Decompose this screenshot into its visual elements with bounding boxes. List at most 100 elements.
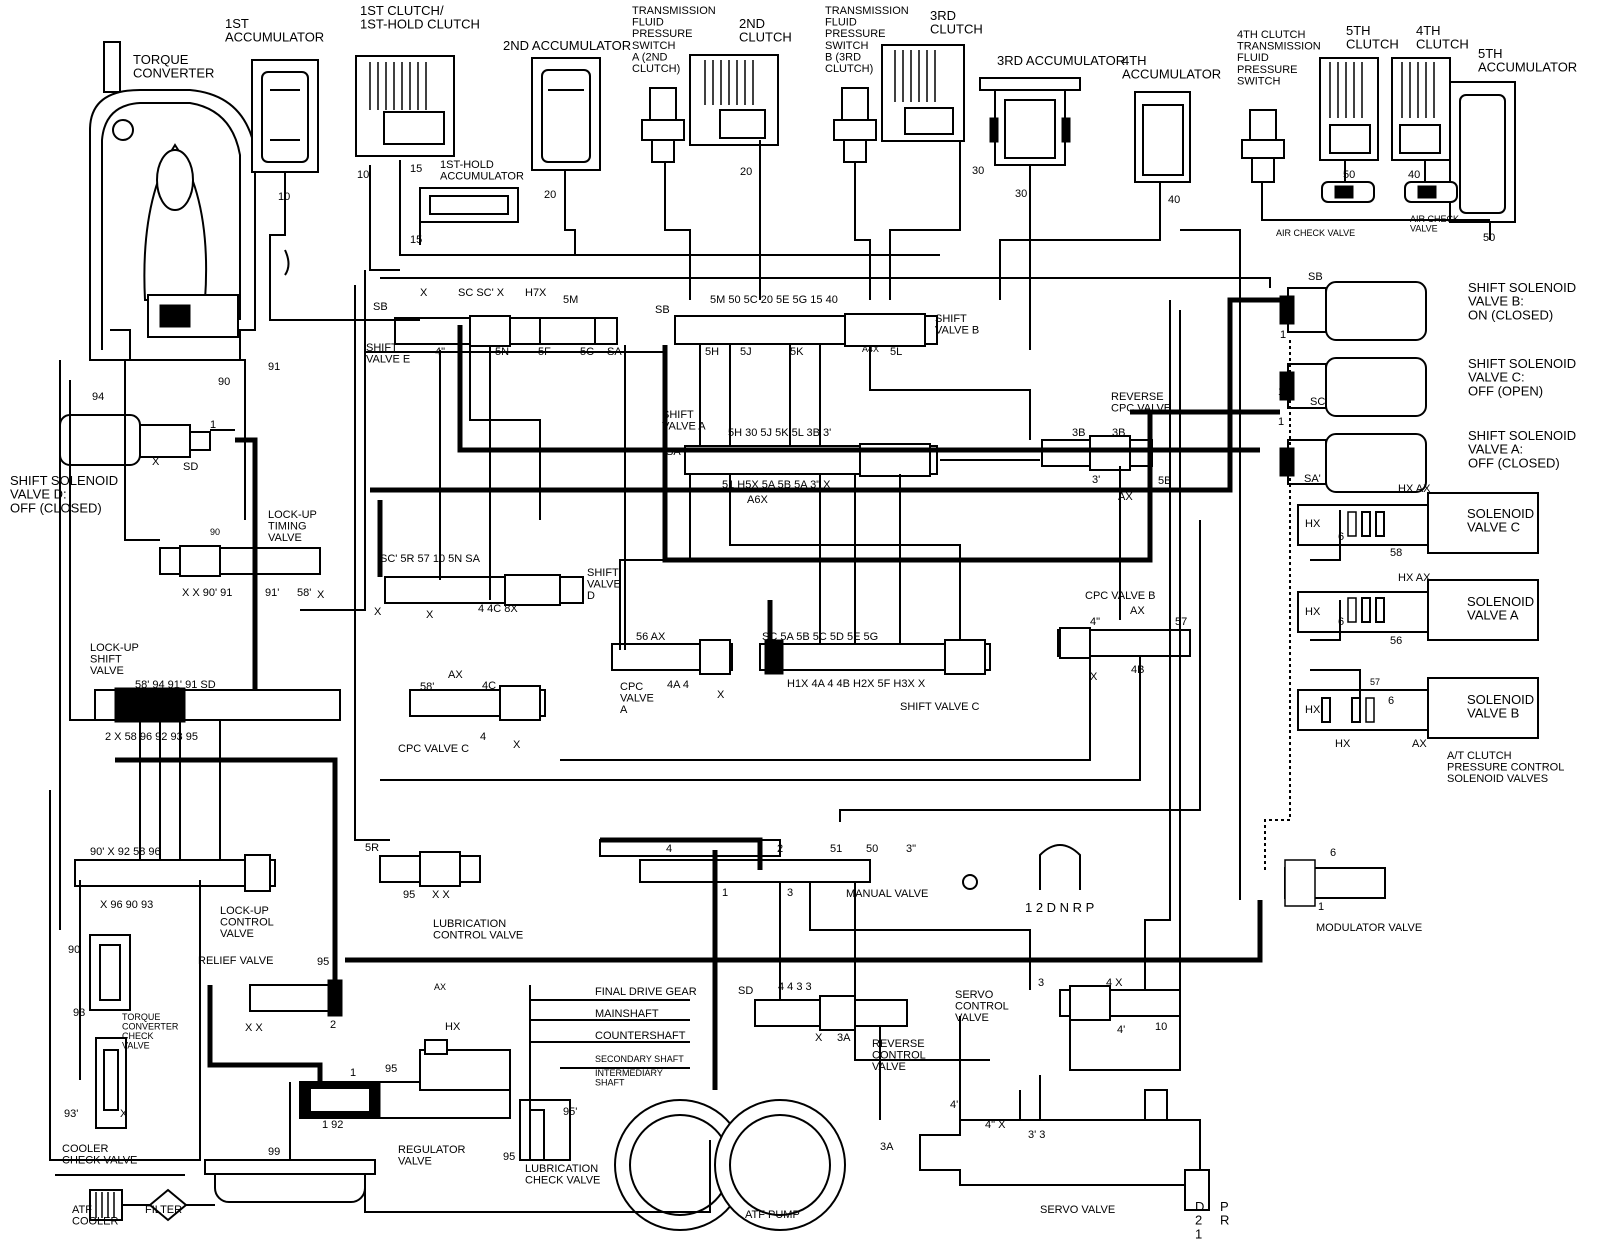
- port: X: [120, 1108, 128, 1120]
- port: 15: [410, 234, 422, 246]
- port: 4 X: [1106, 977, 1123, 989]
- port: AX: [1412, 738, 1427, 750]
- port: 2: [777, 843, 783, 855]
- port: 3B: [1112, 427, 1125, 439]
- port: 4': [950, 1099, 958, 1111]
- port: SC': [1310, 396, 1327, 408]
- port-labels: 10 10 15 15 20 20 30 30 40 40 50 50 91 9…: [64, 163, 1495, 1163]
- port: 3' 3: [1028, 1129, 1045, 1141]
- port: AX: [1130, 605, 1145, 617]
- port: 90: [218, 376, 230, 388]
- port: HX AX: [1398, 572, 1431, 584]
- manual-valve: [599, 839, 1081, 890]
- port: 4 4 3 3: [778, 981, 812, 993]
- port: 56: [1390, 635, 1402, 647]
- port: X: [374, 606, 382, 618]
- port: SC 5A 5B 5C 5D 5E 5G: [762, 631, 878, 643]
- clutch-4th: [1391, 57, 1451, 161]
- port: SD: [183, 461, 198, 473]
- port: 3B: [1072, 427, 1085, 439]
- port: 91: [268, 361, 280, 373]
- port: 3': [1092, 474, 1100, 486]
- port: 50: [1483, 232, 1495, 244]
- port: X: [317, 589, 325, 601]
- label-shift-valve-c: SHIFT VALVE C: [900, 701, 980, 713]
- port: 5N: [495, 346, 509, 358]
- accumulator-4: [1134, 91, 1191, 183]
- label-atf-pump: ATF PUMP: [745, 1209, 800, 1221]
- accumulator-1st-hold: [419, 187, 519, 223]
- port: 2: [330, 1019, 336, 1031]
- port: 5R: [365, 842, 379, 854]
- port: SA': [1304, 473, 1321, 485]
- port: H1X 4A 4 4B H2X 5F H3X X: [787, 678, 926, 690]
- port: 90' X 92 58 96: [90, 846, 161, 858]
- servo-control-valve: [1059, 985, 1181, 1021]
- label-modulator: MODULATOR VALVE: [1316, 922, 1422, 934]
- port: SB: [373, 301, 388, 313]
- label-servo-valve: SERVO VALVE: [1040, 1204, 1115, 1216]
- label-manual-valve: MANUAL VALVE: [846, 888, 928, 900]
- pressure-switch-a: [641, 87, 685, 163]
- modulator-valve: [1284, 859, 1386, 907]
- label-cpc-valve-b: CPC VALVE B: [1085, 590, 1156, 602]
- port: 1: [1318, 901, 1324, 913]
- port: 51: [830, 843, 842, 855]
- port: 58: [1390, 547, 1402, 559]
- shift-valve-e: [394, 315, 618, 347]
- port: 4": [435, 346, 445, 358]
- cpc-valve-a: [611, 639, 733, 675]
- port: 40: [1408, 169, 1420, 181]
- pressure-switch-4th: [1241, 109, 1285, 183]
- air-check-valve-1: [1321, 181, 1375, 203]
- port: SD: [738, 985, 753, 997]
- solenoid-valve-b: [1297, 677, 1539, 739]
- port: 30: [1015, 188, 1027, 200]
- clutch-2nd: [689, 54, 779, 146]
- lubrication-control-valve: [379, 851, 481, 887]
- port: 51 H5X 5A 5B 5A 3" X: [722, 479, 831, 491]
- port: 4: [480, 731, 486, 743]
- fluid-lines: [49, 140, 1491, 1213]
- cpc-valve-b: [1057, 627, 1191, 659]
- port: X: [426, 609, 434, 621]
- port: 95: [385, 1063, 397, 1075]
- port: 5L: [890, 346, 902, 358]
- regulator-valve: [299, 1039, 511, 1119]
- label-final-drive: FINAL DRIVE GEAR: [595, 986, 697, 998]
- port: 4C: [482, 680, 496, 692]
- port: AX: [448, 669, 463, 681]
- label-mainshaft: MAINSHAFT: [595, 1008, 659, 1020]
- port: 3": [906, 843, 916, 855]
- port: X X: [245, 1022, 263, 1034]
- port: 15: [410, 163, 422, 175]
- port: 30: [972, 165, 984, 177]
- clutch-3rd: [881, 44, 965, 142]
- port: HX AX: [1398, 483, 1431, 495]
- port: X: [815, 1032, 823, 1044]
- port: 1: [1278, 386, 1284, 398]
- port: 58': [297, 587, 311, 599]
